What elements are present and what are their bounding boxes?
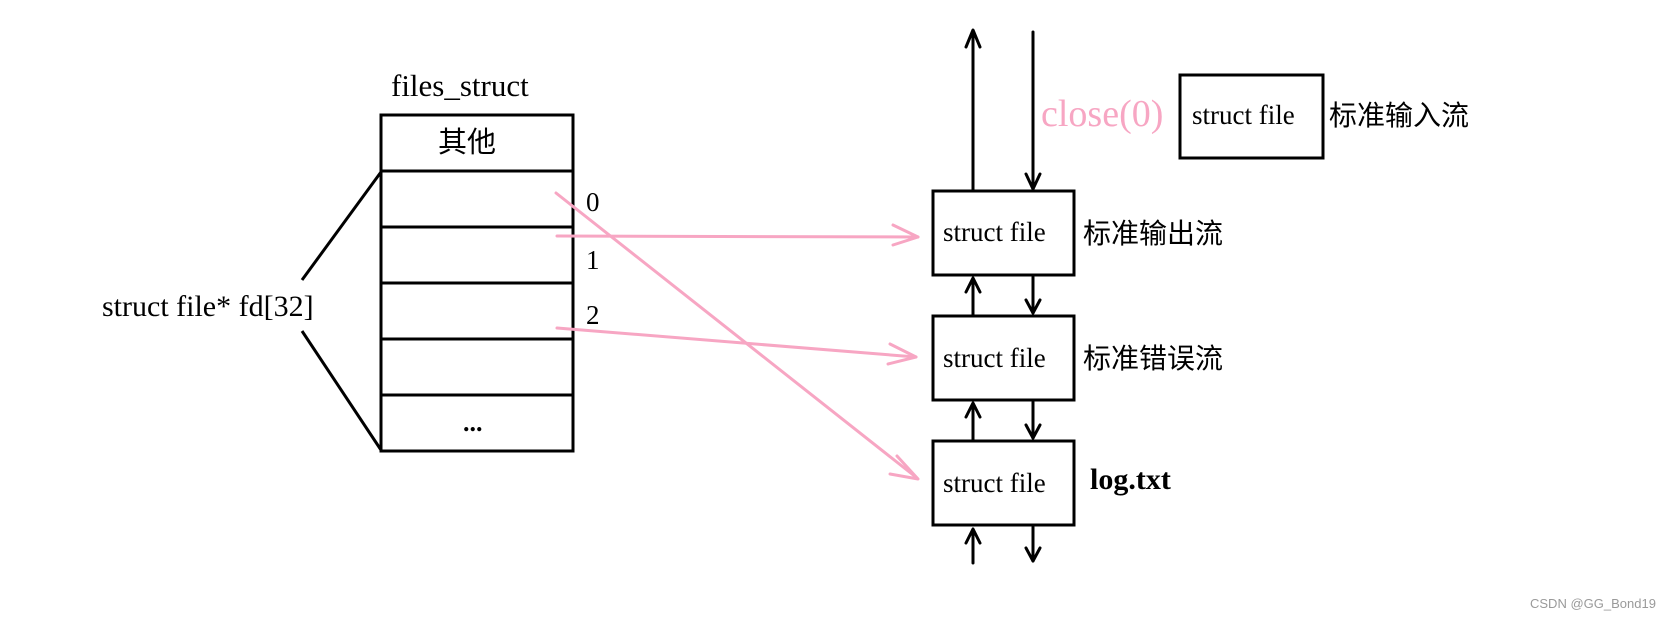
fd2-pointer-arrow — [555, 326, 918, 359]
arrowhead-up — [964, 276, 982, 294]
ellipsis-cell-label: ... — [463, 408, 483, 437]
fd1-pointer-arrow — [555, 234, 920, 239]
stderr-struct-file-label: struct file — [943, 343, 1046, 373]
fd-array-label: struct file* fd[32] — [102, 290, 314, 323]
arrowhead-down — [1024, 298, 1042, 315]
brace-lower-line — [300, 330, 383, 451]
fd0-pointer-arrow — [554, 191, 919, 480]
arrowhead-down — [1024, 546, 1042, 563]
files-struct-title: files_struct — [391, 68, 529, 103]
stderr-stream-label: 标准错误流 — [1083, 342, 1224, 375]
logtxt-file-label: log.txt — [1090, 463, 1171, 496]
arrowhead-up — [964, 401, 982, 419]
stdout-stream-label: 标准输出流 — [1083, 217, 1224, 250]
arrowhead-down — [1024, 172, 1042, 191]
logtxt-struct-file-label: struct file — [943, 468, 1046, 498]
files-struct-table — [379, 113, 575, 453]
stderr-box-outline — [931, 314, 1076, 402]
other-cell-label: 其他 — [438, 125, 497, 159]
stdin-stream-label: 标准输入流 — [1329, 99, 1470, 132]
fd-array-brace — [300, 171, 383, 451]
stdin-box-outline — [1178, 73, 1325, 160]
arrowhead-up — [964, 28, 982, 49]
fd-index-0: 0 — [586, 187, 600, 217]
watermark: CSDN @GG_Bond19 — [1530, 596, 1656, 611]
logtxt-box-outline — [931, 439, 1076, 527]
stdin-struct-file-label: struct file — [1192, 100, 1295, 130]
fd-index-2: 2 — [586, 300, 600, 330]
arrowhead-down — [1024, 423, 1042, 440]
brace-upper-line — [300, 171, 383, 281]
close-call-label: close(0) — [1041, 93, 1164, 135]
fd-index-1: 1 — [586, 245, 600, 275]
stdout-box-outline — [931, 189, 1076, 277]
arrowhead-pink — [888, 454, 920, 481]
arrowhead-pink — [891, 223, 920, 247]
arrowhead-up — [964, 527, 982, 545]
arrowhead-pink — [886, 342, 918, 366]
stdout-struct-file-label: struct file — [943, 217, 1046, 247]
